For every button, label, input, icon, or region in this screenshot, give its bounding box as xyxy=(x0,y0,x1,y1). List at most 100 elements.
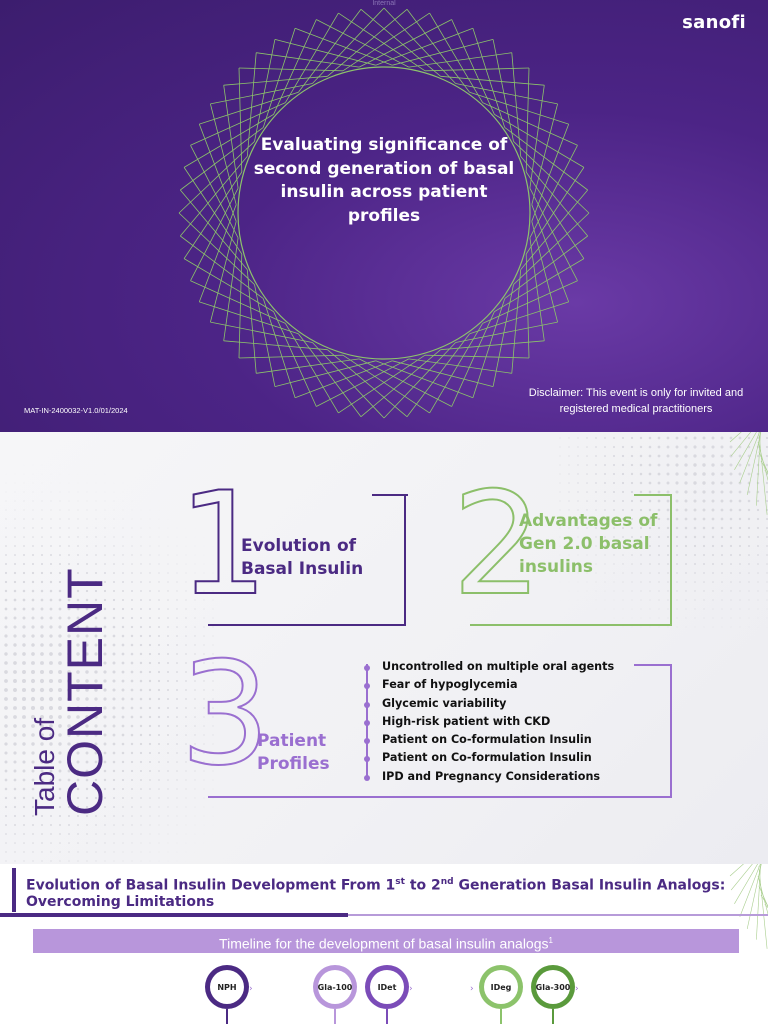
dot xyxy=(85,634,89,638)
dot xyxy=(76,814,80,818)
timeline-node-nph[interactable]: NPH xyxy=(205,965,249,1009)
dot xyxy=(176,788,178,790)
list-item[interactable]: Patient on Co-formulation Insulin xyxy=(362,731,614,749)
list-item[interactable]: Glycemic variability xyxy=(362,695,614,713)
dot xyxy=(130,706,134,710)
dot xyxy=(13,661,17,665)
dot xyxy=(76,751,80,755)
list-item-label: Patient on Co-formulation Insulin xyxy=(382,733,592,747)
timeline-node-gla100[interactable]: Gla-100 xyxy=(313,965,357,1009)
ring-strand xyxy=(256,358,360,374)
ring-strand xyxy=(183,258,274,312)
dot xyxy=(203,671,205,673)
classification-label: Internal xyxy=(372,0,396,7)
dot xyxy=(95,554,97,556)
dot xyxy=(48,696,54,702)
dot xyxy=(41,518,43,520)
dot xyxy=(711,472,715,476)
dot xyxy=(48,705,54,711)
dot xyxy=(766,545,768,547)
section-2-label[interactable]: Advantages of Gen 2.0 basal insulins xyxy=(519,511,658,577)
dot xyxy=(14,491,16,493)
ring-strand xyxy=(392,39,494,66)
dot xyxy=(622,608,624,610)
dot xyxy=(203,689,205,691)
dot xyxy=(4,661,8,665)
dot xyxy=(58,787,62,791)
dot xyxy=(94,607,98,611)
dot xyxy=(4,688,8,692)
dot xyxy=(22,643,26,647)
dot xyxy=(630,463,634,467)
timeline-node-gla300[interactable]: Gla-300 xyxy=(531,965,575,1009)
dot xyxy=(756,517,760,521)
dot xyxy=(766,617,768,619)
dot xyxy=(657,436,661,440)
dot xyxy=(50,851,52,853)
dot xyxy=(112,661,116,665)
dot xyxy=(148,733,152,737)
dot xyxy=(139,715,143,719)
ring-strand xyxy=(360,349,441,418)
dot xyxy=(167,563,169,565)
dot xyxy=(85,697,89,701)
dot xyxy=(185,671,187,673)
dot xyxy=(49,589,53,593)
dot xyxy=(41,500,43,502)
dot xyxy=(622,572,624,574)
timeline-node-label: Gla-300 xyxy=(536,970,570,1004)
dot xyxy=(639,463,643,467)
dot xyxy=(167,554,169,556)
mesh-strand xyxy=(739,432,760,484)
dot xyxy=(766,608,768,610)
section-1-label[interactable]: Evolution of Basal Insulin xyxy=(241,536,364,579)
dot xyxy=(676,572,678,574)
dot xyxy=(49,616,53,620)
dot xyxy=(684,454,688,458)
dot xyxy=(48,678,54,684)
dot xyxy=(139,760,143,764)
mesh-strand xyxy=(756,432,761,506)
dot xyxy=(86,833,88,835)
timeline-node-ideg[interactable]: IDeg xyxy=(479,965,523,1009)
dot xyxy=(140,608,142,610)
dot xyxy=(167,815,169,817)
ring-strand xyxy=(408,358,512,374)
dot xyxy=(77,518,79,520)
timeline-node-idet[interactable]: IDet xyxy=(365,965,409,1009)
list-item[interactable]: Uncontrolled on multiple oral agents xyxy=(362,658,614,676)
ring-strand xyxy=(375,27,474,66)
dot xyxy=(675,553,679,557)
ring-strand xyxy=(223,237,239,341)
dot xyxy=(711,526,715,530)
ring-strand xyxy=(440,340,545,351)
dot xyxy=(140,815,142,817)
dot xyxy=(103,787,107,791)
dot xyxy=(167,734,169,736)
list-item[interactable]: High-risk patient with CKD xyxy=(362,713,614,731)
dot xyxy=(703,581,705,583)
list-item[interactable]: Fear of hypoglycemia xyxy=(362,676,614,694)
dot xyxy=(41,536,43,538)
dot xyxy=(32,527,34,529)
section-3-label[interactable]: Patient Profiles xyxy=(257,731,330,774)
ring-strand xyxy=(338,354,426,414)
title-underline-light xyxy=(348,914,768,916)
ring-strand xyxy=(210,103,237,205)
list-item[interactable]: Patient on Co-formulation Insulin xyxy=(362,749,614,767)
list-item[interactable]: IPD and Pregnancy Considerations xyxy=(362,768,614,786)
dot xyxy=(50,554,52,556)
dot xyxy=(729,535,733,539)
dot xyxy=(104,815,106,817)
dot xyxy=(41,833,43,835)
dot xyxy=(31,733,35,737)
dot xyxy=(121,661,125,665)
dot xyxy=(666,454,670,458)
dot xyxy=(140,572,142,574)
dot xyxy=(185,743,187,745)
dot xyxy=(39,678,45,684)
dot xyxy=(595,590,597,592)
dot xyxy=(658,554,660,556)
dot xyxy=(203,779,205,781)
dot xyxy=(4,634,8,638)
